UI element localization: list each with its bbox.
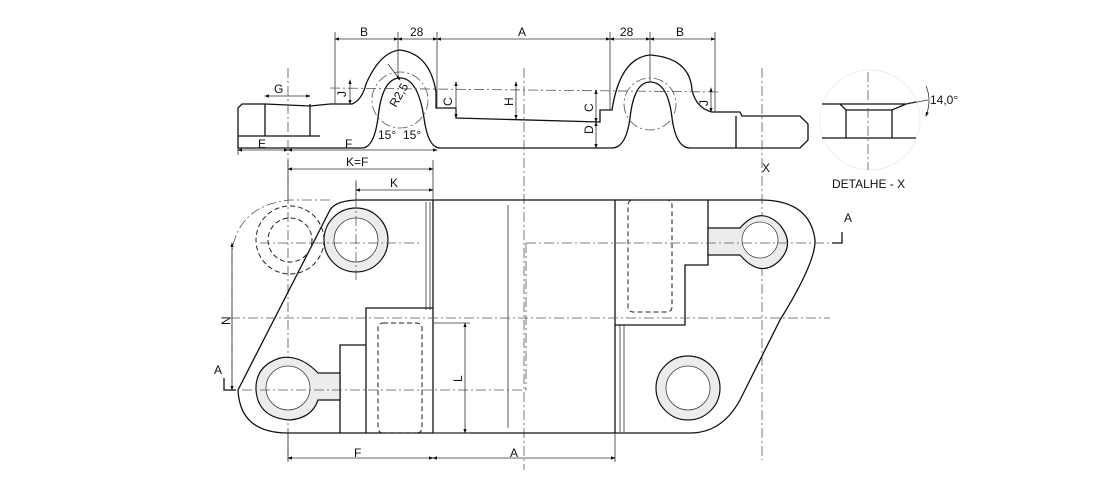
alt-hole-inner (267, 217, 313, 263)
right-boss (615, 200, 709, 326)
angle-15-right: 15° (403, 128, 421, 142)
dim-b-right: B (676, 25, 684, 39)
dim-h: H (502, 97, 516, 106)
dim-j-right: J (697, 100, 711, 106)
slope-centerline (329, 87, 721, 93)
left-slot-hidden (377, 322, 423, 434)
detail-x-marker: X (762, 161, 770, 175)
alt-position-outline (231, 199, 330, 390)
dim-n: N (219, 316, 233, 325)
section-a-right: A (844, 211, 852, 225)
side-view-outline (237, 49, 809, 149)
dim-k-equals-f: K=F (346, 155, 368, 169)
detail-angle: 14,0° (930, 93, 958, 107)
pin-circle-left (371, 71, 429, 129)
left-boss (339, 307, 433, 433)
dim-k: K (390, 176, 398, 190)
dim-b-left: B (360, 25, 368, 39)
plan-outline (237, 199, 816, 434)
dim-j-left: J (335, 91, 349, 97)
dim-28-left: 28 (410, 25, 424, 39)
dim-28-right: 28 (620, 25, 634, 39)
dim-c-left: C (441, 97, 455, 106)
dim-c-right: C (582, 103, 596, 112)
section-a-left: A (214, 363, 222, 377)
dim-d: D (582, 125, 596, 134)
dim-a-bottom: A (510, 446, 518, 460)
detail-x: 14,0° DETALHE - X (819, 69, 958, 191)
plan-view: A A K=F K X N L F A (214, 155, 852, 462)
detail-title: DETALHE - X (832, 177, 905, 191)
alt-hole-outer (255, 205, 325, 275)
right-slot-hidden (627, 199, 673, 313)
angle-15-left: 15° (378, 128, 396, 142)
dim-f-top: F (345, 137, 352, 151)
dim-a-top: A (518, 25, 526, 39)
dim-radius: R2,5 (386, 80, 411, 109)
dim-g: G (274, 82, 283, 96)
dim-e: E (258, 137, 266, 151)
dim-f-bottom: F (354, 446, 361, 460)
dim-l: L (451, 375, 465, 382)
